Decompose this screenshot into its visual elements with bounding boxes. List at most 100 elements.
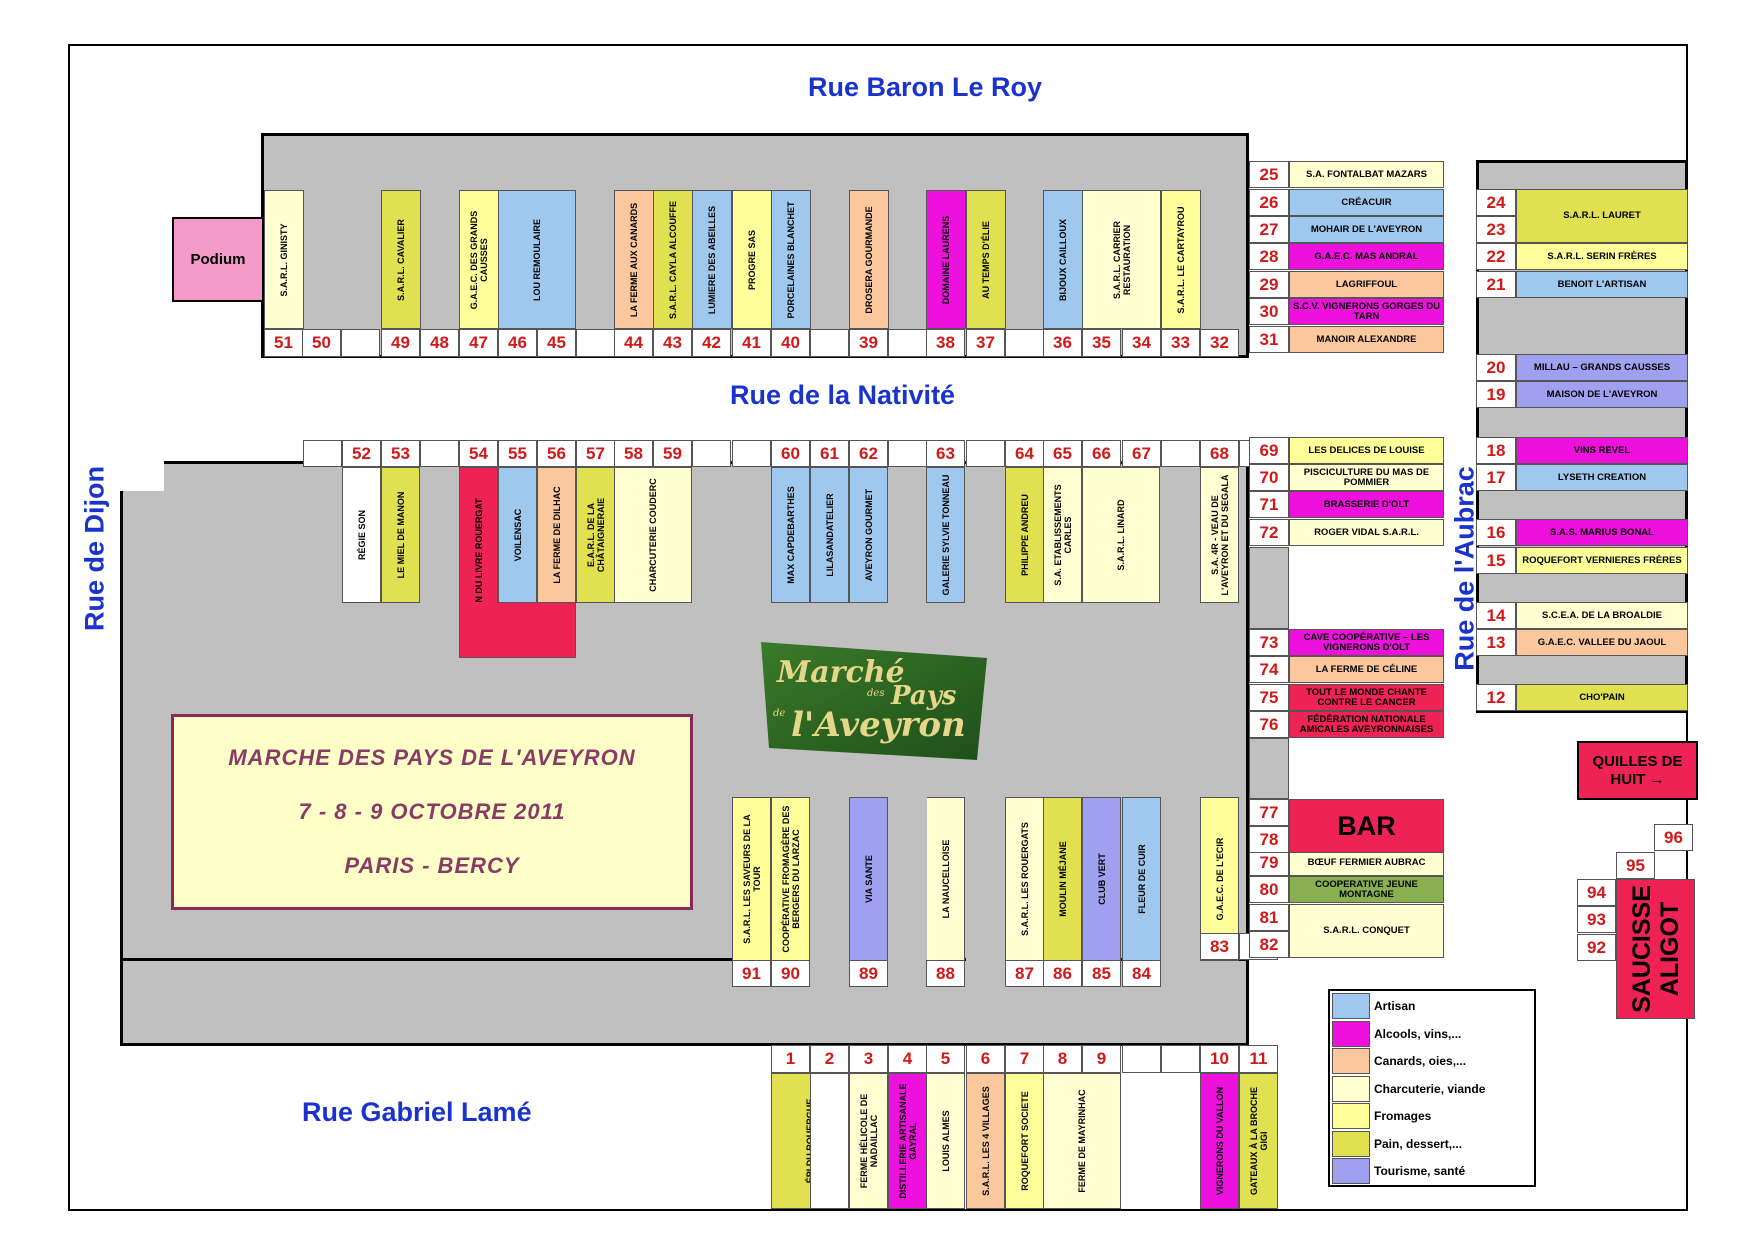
stand-row2: LA FERME DE DILHAC [537, 467, 576, 603]
stand-number: 88 [926, 960, 965, 987]
stand-number: 36 [1043, 329, 1082, 357]
legend-item: Canards, oies,... [1332, 1048, 1532, 1074]
blank-slot [888, 329, 927, 357]
stand-number: 23 [1476, 216, 1516, 243]
stand-number: 54 [459, 440, 498, 467]
event-title: MARCHE DES PAYS DE L'AVEYRON [228, 745, 636, 770]
stand-number: 51 [264, 329, 303, 357]
stand-number: 21 [1476, 271, 1516, 298]
stand-lower: VIA SANTE [849, 797, 888, 961]
stand-number: 39 [849, 329, 888, 357]
stand-number: 5 [926, 1045, 965, 1073]
stand-number: 60 [771, 440, 810, 467]
stand-label: S.A.R.L. CONQUET [1323, 925, 1410, 936]
stand-label: LE MIEL DE MANON [395, 491, 406, 579]
stand-right-col: CHO'PAIN [1516, 684, 1688, 711]
stand-label: MOULIN MÉJANE [1057, 841, 1068, 917]
event-dates: 7 - 8 - 9 OCTOBRE 2011 [298, 799, 566, 824]
stand-right-col: G.A.E.C. VALLEE DU JAOUL [1516, 629, 1688, 656]
stand-number: 29 [1249, 271, 1289, 298]
stand-number: 16 [1476, 519, 1516, 546]
stand-label: LOUIS ALMES [940, 1110, 951, 1172]
stand-label: ROQUEFORT SOCIETE [1019, 1091, 1030, 1191]
stand-label: MOHAIR DE L'AVEYRON [1310, 223, 1423, 235]
stand-mid-right: S.A.R.L. CONQUET [1289, 904, 1444, 958]
stand-label: CHO'PAIN [1579, 691, 1625, 703]
stand-number: 90 [771, 960, 810, 987]
legend-item: Pain, dessert,... [1332, 1130, 1532, 1157]
stand-row2: PHILIPPE ANDREU [1005, 467, 1044, 603]
stand-label: BENOIT L'ARTISAN [1557, 278, 1647, 290]
stand-label: FÉDÉRATION NATIONALE AMICALES AVEYRONNAI… [1299, 713, 1434, 735]
stand-number: 59 [653, 440, 692, 467]
stand-number: 35 [1082, 329, 1121, 357]
stand-number: 42 [692, 329, 731, 357]
stand-label: G.A.E.C. DES GRANDS CAUSSES [469, 210, 489, 309]
stand-number: 78 [1249, 826, 1289, 853]
stand-label: PISCICULTURE DU MAS DE POMMIER [1303, 466, 1430, 488]
stand-top: BIJOUX CAILLOUX [1043, 190, 1083, 329]
legend-label: Canards, oies,... [1374, 1054, 1467, 1068]
stand-number: 47 [459, 329, 498, 357]
stand-top: PROGRE SAS [732, 190, 772, 329]
stand-top: DOMAINE LAURENS [926, 190, 966, 329]
stand-number: 57 [576, 440, 615, 467]
stand-number: 86 [1043, 960, 1082, 987]
stand-number: 56 [537, 440, 576, 467]
stand-number: 64 [1005, 440, 1044, 467]
stand-label: GALERIE SYLVIE TONNEAU [940, 474, 951, 596]
stand-number: 72 [1249, 519, 1289, 546]
blank-slot [810, 329, 849, 357]
stand-number: 19 [1476, 381, 1516, 408]
stand-number: 67 [1122, 440, 1161, 467]
stand-number: 95 [1616, 852, 1655, 879]
marche-aveyron-logo: Marché des Pays de l'Aveyron [761, 642, 987, 760]
stand-label: S.A. 4R - VEAU DE L'AVEYRON ET DU SEGALA [1209, 474, 1230, 596]
legend-swatch [1332, 1158, 1370, 1184]
stand-number: 12 [1476, 684, 1516, 711]
stand-mid-right: S.C.V. VIGNERONS GORGES DU TARN [1289, 298, 1444, 325]
stand-label: CRÉACUIR [1341, 196, 1392, 208]
event-location: PARIS - BERCY [344, 853, 520, 878]
blank-slot [732, 440, 771, 467]
stand-lower: S.A.R.L. LES ROUERGATS [1005, 797, 1044, 961]
stand-number: 45 [537, 329, 576, 357]
stand-label: G.A.E.C. MAS ANDRAL [1314, 250, 1419, 262]
stand-number: 15 [1476, 547, 1516, 574]
stand-number: 68 [1200, 440, 1239, 467]
stand-label: MAX CAPDEBARTHES [785, 486, 796, 584]
stand-label: DISTILLERIE ARTISANALE GAYRAL [897, 1083, 918, 1199]
stand-right-col: MAISON DE L'AVEYRON [1516, 381, 1688, 408]
aligot-label: ALIGOT [1655, 901, 1684, 997]
stand-mid-right: LA FERME DE CÉLINE [1289, 656, 1444, 683]
stand-number: 6 [966, 1045, 1005, 1073]
stand-lower: LA NAUCELLOISE [926, 797, 965, 961]
legend-swatch [1332, 993, 1370, 1019]
stand-number: 30 [1249, 298, 1289, 325]
stand-number: 92 [1577, 934, 1616, 961]
stand-row2: E.A.R.L. DE LA CHÂTAIGNERAIE [576, 467, 615, 603]
stand-label: LOU REMOULAIRE [532, 218, 542, 301]
stand-number: 33 [1161, 329, 1200, 357]
stand-label: S.A.R.L. GINISTY [279, 223, 289, 297]
stand-lower: FLEUR DE CUIR [1122, 797, 1161, 961]
stand-mid-right: LAGRIFFOUL [1289, 271, 1444, 298]
stand-number: 28 [1249, 243, 1289, 270]
stand-label: S.A. FONTALBAT MAZARS [1305, 168, 1428, 180]
legend-item: Alcools, vins,... [1332, 1020, 1532, 1047]
stand-number: 74 [1249, 656, 1289, 683]
legend-label: Alcools, vins,... [1374, 1026, 1462, 1041]
stand-number: 8 [1043, 1045, 1082, 1073]
legend-swatch [1332, 1130, 1370, 1157]
stand-row2: S.A. 4R - VEAU DE L'AVEYRON ET DU SEGALA [1200, 467, 1239, 603]
stand-top: DROSERA GOURMANDE [849, 190, 889, 329]
stand-number: 79 [1249, 849, 1289, 876]
stand-mid-right: CRÉACUIR [1289, 189, 1444, 216]
stand-label: LUMIERE DES ABEILLES [707, 205, 717, 314]
stand-number: 48 [420, 329, 459, 357]
stand-top: LOU REMOULAIRE [498, 190, 576, 329]
stand-label: ROQUEFORT VERNIERES FRÈRES [1522, 554, 1682, 566]
stand-label: DROSERA GOURMANDE [864, 205, 874, 314]
stand-number: 71 [1249, 491, 1289, 518]
